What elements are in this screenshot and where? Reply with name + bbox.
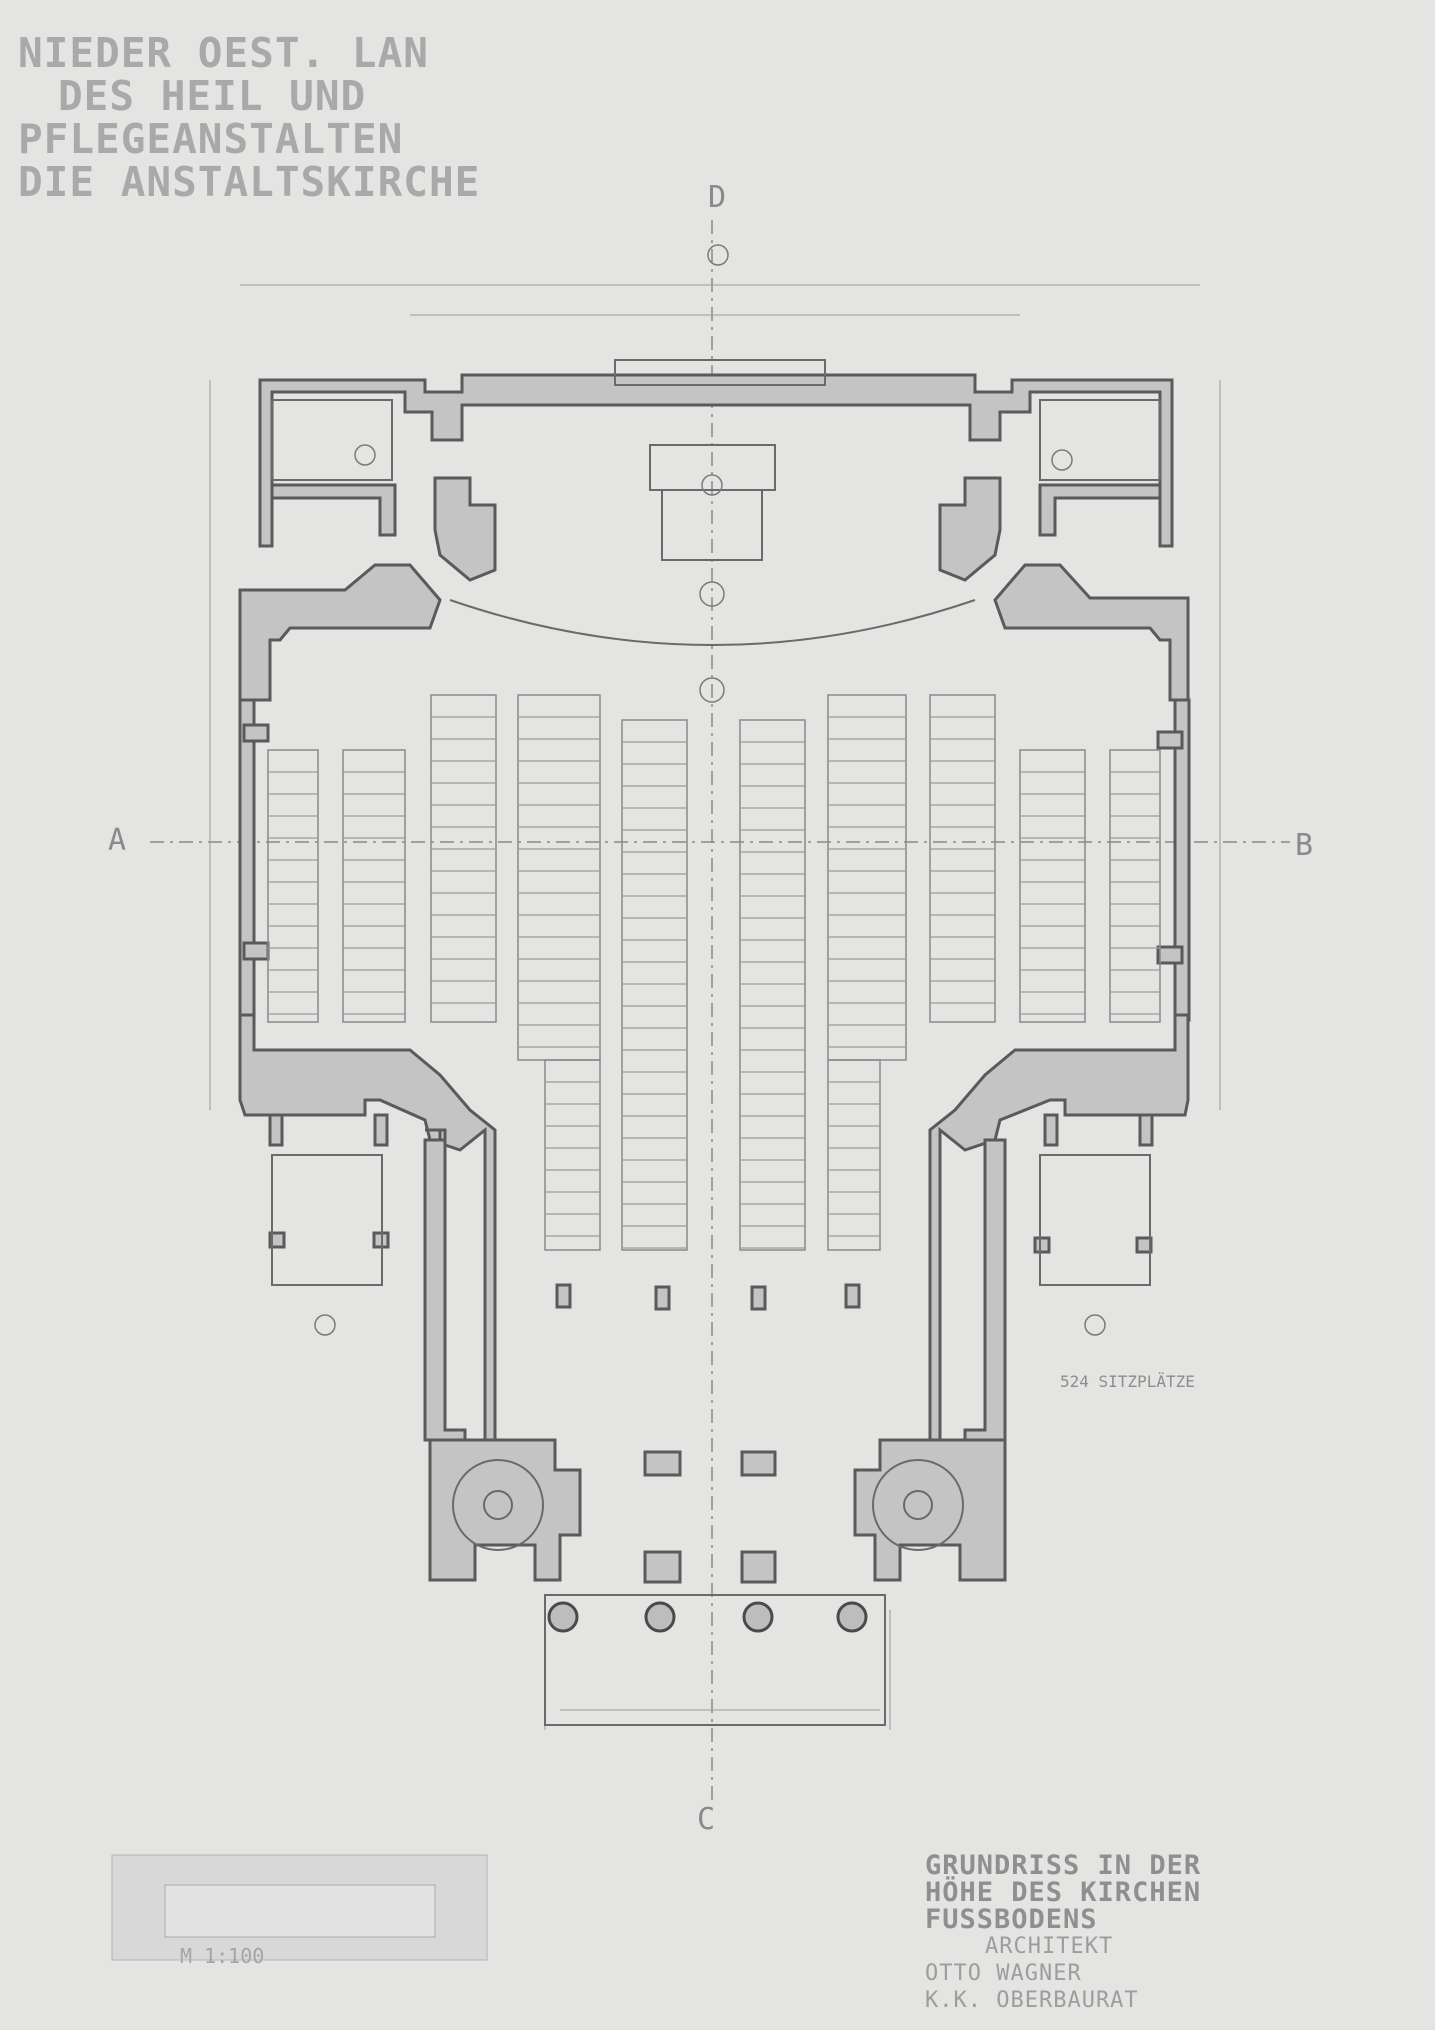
wall-lower-left bbox=[238, 1013, 497, 1442]
pew-block bbox=[517, 694, 601, 1061]
wall-top-left-room bbox=[270, 483, 397, 537]
spiral-stair-right bbox=[872, 1459, 964, 1551]
pew-block bbox=[430, 694, 497, 1023]
section-label-a: A bbox=[108, 823, 127, 858]
pew-block bbox=[929, 694, 996, 1023]
stair-tower-right bbox=[853, 1438, 1007, 1582]
pew-block bbox=[621, 719, 688, 1251]
pew-block bbox=[739, 719, 806, 1251]
pier-top-left bbox=[433, 476, 497, 582]
wall-nave-left bbox=[238, 698, 256, 1022]
pew-block bbox=[342, 749, 406, 1023]
wall-body-left-outer bbox=[423, 1138, 467, 1442]
wall-body-right-outer bbox=[963, 1138, 1007, 1442]
architect-line: ARCHITEKT bbox=[985, 1934, 1114, 1959]
pew-block bbox=[1019, 749, 1086, 1023]
wall-top bbox=[258, 373, 1174, 548]
architect-line: K.K. OBERBAURAT bbox=[925, 1988, 1139, 2013]
wall-transept-right bbox=[993, 563, 1190, 702]
portico-column bbox=[644, 1601, 676, 1633]
drawing-caption: GRUNDRISS IN DER HÖHE DES KIRCHEN FUSSBO… bbox=[925, 1852, 1201, 2014]
section-label-d: D bbox=[708, 180, 727, 215]
wall-lower-right bbox=[928, 1013, 1190, 1442]
section-label-c: C bbox=[697, 1802, 716, 1837]
section-label-b: B bbox=[1295, 828, 1314, 863]
wall-top-right-room bbox=[1038, 483, 1162, 537]
portico-column bbox=[547, 1601, 579, 1633]
pier-top-right bbox=[938, 476, 1002, 582]
pew-block bbox=[1109, 749, 1161, 1023]
portico-column bbox=[836, 1601, 868, 1633]
wall-transept-left bbox=[238, 563, 442, 702]
seat-count: 524 SITZPLÄTZE bbox=[1060, 1372, 1195, 1391]
pew-block bbox=[827, 694, 907, 1061]
caption-line: GRUNDRISS IN DER bbox=[925, 1850, 1202, 1881]
pew-block bbox=[827, 1059, 881, 1251]
portico-column bbox=[742, 1601, 774, 1633]
caption-line: FUSSBODENS bbox=[925, 1904, 1098, 1935]
title-line: NIEDER OEST. LAN bbox=[18, 29, 429, 77]
scale-label: M 1:100 bbox=[180, 1944, 265, 1968]
caption-line: HÖHE DES KIRCHEN bbox=[925, 1877, 1202, 1908]
title-line: DES HEIL UND bbox=[58, 72, 367, 120]
title-line: DIE ANSTALTSKIRCHE bbox=[18, 158, 481, 206]
title-line: PFLEGEANSTALTEN bbox=[18, 115, 404, 163]
pew-block bbox=[267, 749, 319, 1023]
architect-line: OTTO WAGNER bbox=[925, 1961, 1082, 1986]
drawing-title: NIEDER OEST. LAN DES HEIL UND PFLEGEANST… bbox=[18, 32, 480, 204]
spiral-stair-left bbox=[452, 1459, 544, 1551]
chancel-arc bbox=[449, 599, 976, 646]
stair-tower-left bbox=[428, 1438, 582, 1582]
pew-block bbox=[544, 1059, 601, 1251]
